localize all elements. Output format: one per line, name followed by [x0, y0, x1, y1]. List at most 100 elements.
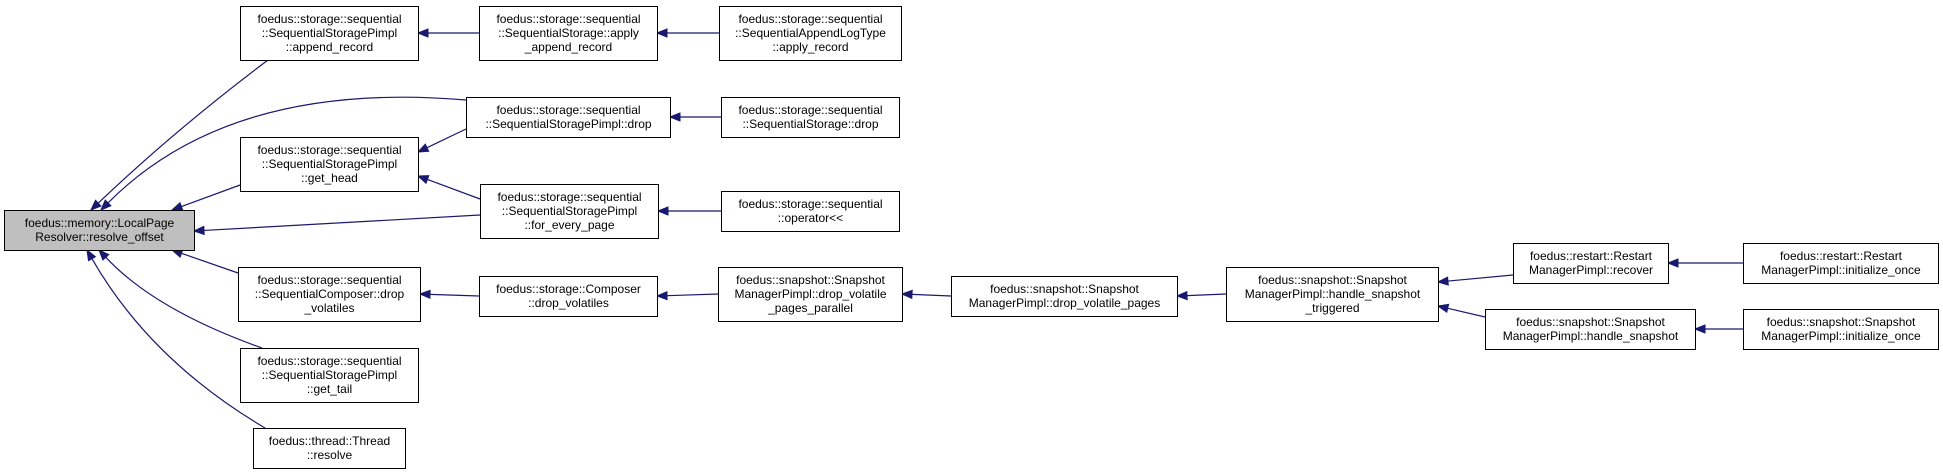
node-label-line: ManagerPimpl::drop_volatile_pages: [969, 296, 1160, 310]
node-label-line: ManagerPimpl::handle_snapshot: [1245, 287, 1421, 301]
node-label-line: ManagerPimpl::drop_volatile: [734, 287, 886, 301]
graph-node-snap-handle[interactable]: foedus::snapshot::SnapshotManagerPimpl::…: [1485, 309, 1696, 350]
graph-node-apply-append[interactable]: foedus::storage::sequential::SequentialS…: [479, 6, 658, 61]
edge-line: [426, 128, 467, 149]
node-label-line: foedus::storage::sequential: [496, 103, 640, 117]
node-box: [1485, 309, 1696, 350]
edge-layer: [86, 28, 1743, 429]
edge-line: [427, 178, 481, 200]
node-label-line: foedus::snapshot::Snapshot: [990, 282, 1139, 296]
arrowhead-icon: [418, 289, 431, 300]
edge-line: [97, 59, 269, 204]
node-label-line: ::SequentialStoragePimpl::drop: [485, 117, 651, 131]
call-edge: [668, 112, 721, 122]
graph-node-storage-drop[interactable]: foedus::storage::sequential::SequentialS…: [721, 97, 900, 138]
graph-node-pimpl-drop[interactable]: foedus::storage::sequential::SequentialS…: [466, 97, 671, 138]
arrowhead-icon: [416, 28, 429, 38]
graph-node-operator-out[interactable]: foedus::storage::sequential::operator<<: [721, 191, 900, 232]
node-box: [721, 191, 900, 232]
call-edge: [656, 206, 721, 216]
graph-node-snap-triggered[interactable]: foedus::snapshot::SnapshotManagerPimpl::…: [1226, 267, 1439, 322]
node-label-line: ManagerPimpl::recover: [1529, 263, 1653, 277]
arrowhead-icon: [170, 201, 184, 211]
node-box: [238, 267, 421, 322]
node-box: [240, 6, 419, 61]
node-label-line: foedus::storage::sequential: [738, 197, 882, 211]
node-label-line: foedus::snapshot::Snapshot: [1767, 315, 1916, 329]
node-label-line: ::operator<<: [778, 211, 843, 225]
node-label-line: foedus::storage::sequential: [257, 12, 401, 26]
node-label-line: ::SequentialStorage::apply: [498, 26, 639, 40]
call-edge: [98, 249, 263, 349]
call-edge: [416, 28, 479, 38]
graph-node-composer[interactable]: foedus::storage::Composer::drop_volatile…: [479, 276, 658, 317]
node-label-line: foedus::storage::sequential: [257, 354, 401, 368]
node-label-line: ::SequentialAppendLogType: [735, 26, 886, 40]
graph-node-snap-init[interactable]: foedus::snapshot::SnapshotManagerPimpl::…: [1743, 309, 1939, 350]
arrowhead-icon: [1436, 303, 1450, 314]
node-label-line: foedus::memory::LocalPage: [25, 216, 175, 230]
node-label-line: ::get_tail: [307, 382, 352, 396]
graph-node-snap-parallel[interactable]: foedus::snapshot::SnapshotManagerPimpl::…: [718, 267, 903, 322]
node-box: [718, 267, 903, 322]
node-box: [253, 428, 406, 469]
call-edge: [1666, 258, 1743, 268]
graph-node-apply-record[interactable]: foedus::storage::sequential::SequentialA…: [719, 6, 902, 61]
graph-node-get-tail[interactable]: foedus::storage::sequential::SequentialS…: [240, 348, 419, 403]
node-box: [719, 6, 902, 61]
node-label-line: ManagerPimpl::initialize_once: [1761, 263, 1921, 277]
call-edge: [655, 290, 719, 301]
node-label-line: foedus::snapshot::Snapshot: [736, 273, 885, 287]
node-label-line: _pages_parallel: [767, 301, 853, 315]
graph-node-thread-resolve[interactable]: foedus::thread::Thread::resolve: [253, 428, 406, 469]
arrowhead-icon: [192, 225, 205, 236]
graph-node-restart-recover[interactable]: foedus::restart::RestartManagerPimpl::re…: [1513, 243, 1669, 284]
graph-node-get-head[interactable]: foedus::storage::sequential::SequentialS…: [240, 137, 419, 192]
node-label-line: ::append_record: [286, 40, 373, 54]
node-box: [479, 6, 658, 61]
call-edge: [170, 248, 239, 274]
node-box: [240, 348, 419, 403]
graph-node-root[interactable]: foedus::memory::LocalPageResolver::resol…: [4, 210, 195, 251]
edge-line: [1186, 293, 1227, 297]
arrowhead-icon: [1693, 324, 1706, 334]
node-box: [1743, 243, 1939, 284]
node-label-line: ::drop_volatiles: [528, 296, 609, 310]
node-box: [1743, 309, 1939, 350]
node-label-line: ::SequentialStoragePimpl: [502, 204, 637, 218]
call-edge: [100, 96, 467, 211]
arrowhead-icon: [90, 199, 102, 211]
arrowhead-icon: [655, 290, 668, 301]
node-label-line: _append_record: [524, 40, 612, 54]
node-label-line: foedus::restart::Restart: [1530, 249, 1653, 263]
node-box: [951, 276, 1178, 317]
call-edge: [1436, 274, 1514, 286]
edge-line: [1447, 274, 1514, 282]
node-label-line: ::SequentialStoragePimpl: [262, 157, 397, 171]
node-label-line: ::get_head: [301, 171, 358, 185]
edge-line: [666, 293, 719, 297]
node-box: [240, 137, 419, 192]
node-label-line: foedus::storage::Composer: [496, 282, 641, 296]
node-label-line: _triggered: [1304, 301, 1359, 315]
node-label-line: _volatiles: [303, 301, 354, 315]
graph-node-for-every-page[interactable]: foedus::storage::sequential::SequentialS…: [480, 184, 659, 239]
graph-node-append-record[interactable]: foedus::storage::sequential::SequentialS…: [240, 6, 419, 61]
arrowhead-icon: [1666, 258, 1679, 268]
arrowhead-icon: [98, 249, 110, 261]
graph-node-restart-init[interactable]: foedus::restart::RestartManagerPimpl::in…: [1743, 243, 1939, 284]
graph-node-snap-drop[interactable]: foedus::snapshot::SnapshotManagerPimpl::…: [951, 276, 1178, 317]
node-layer: foedus::memory::LocalPageResolver::resol…: [4, 6, 1939, 469]
node-label-line: ::for_every_page: [524, 218, 614, 232]
call-edge: [416, 175, 481, 200]
call-edge: [90, 59, 269, 211]
node-label-line: Resolver::resolve_offset: [35, 230, 164, 244]
arrowhead-icon: [416, 175, 430, 185]
node-label-line: ManagerPimpl::initialize_once: [1761, 329, 1921, 343]
edge-line: [1447, 307, 1486, 318]
arrowhead-icon: [656, 206, 669, 216]
edge-line: [429, 293, 480, 297]
graph-node-composer-drop[interactable]: foedus::storage::sequential::SequentialC…: [238, 267, 421, 322]
call-edge: [418, 289, 480, 300]
arrowhead-icon: [900, 289, 913, 300]
